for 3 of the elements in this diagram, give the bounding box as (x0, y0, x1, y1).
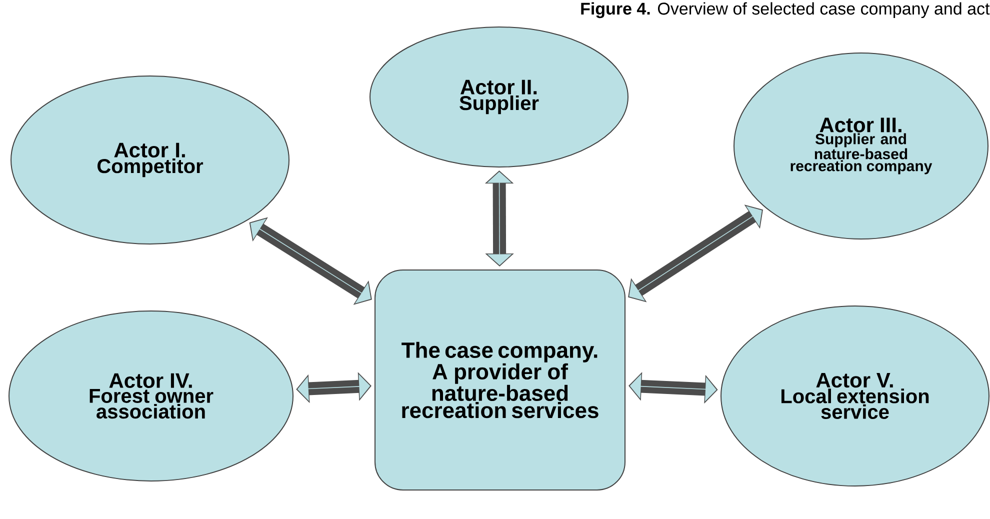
company-box: The case company. A provider of nature-based recreation services (374, 270, 626, 490)
double-arrow (628, 204, 763, 302)
figure-title: Figure 4. Overview of selected case company and act (581, 2, 990, 18)
